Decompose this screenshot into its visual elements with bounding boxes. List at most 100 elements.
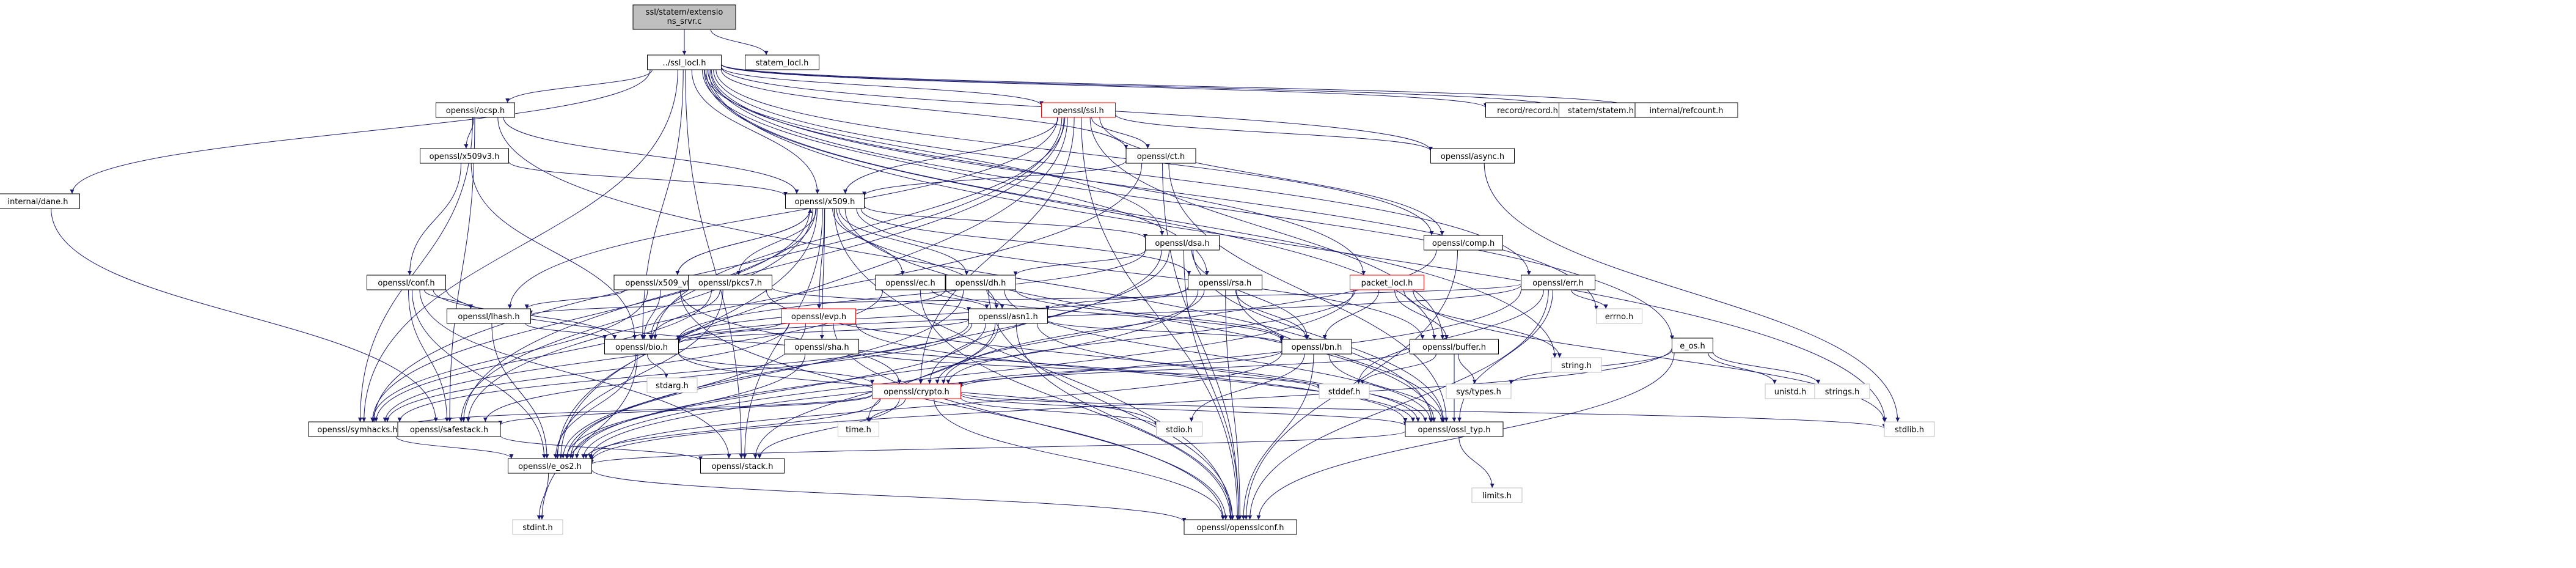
edge-dsa-to-bn: [1191, 249, 1309, 340]
edge-ssl_locl-to-record: [721, 64, 1488, 108]
node-box: [1430, 148, 1515, 164]
edge-ssl_locl-to-rsa: [702, 69, 1209, 276]
edge-ssl_locl-to-bio: [640, 69, 684, 340]
edge-crypto-to-stdio: [961, 397, 1158, 426]
edge-ct-to-opensslconf: [1162, 163, 1241, 520]
edge-err-to-bio: [676, 285, 1521, 344]
edge-ssl_locl-to-string: [705, 69, 1557, 358]
node-label: openssl/conf.h: [378, 279, 434, 288]
node-x509[interactable]: openssl/x509.h: [785, 193, 865, 209]
edge-ssl-to-buffer: [1089, 117, 1445, 340]
node-box: [308, 421, 407, 437]
node-pkcs7[interactable]: openssl/pkcs7.h: [688, 275, 772, 290]
edge-ssl_locl-to-refcount: [721, 64, 1637, 108]
node-label: openssl/opensslconf.h: [1197, 523, 1284, 533]
edge-ct-to-safestack: [466, 163, 1143, 422]
node-statem_locl[interactable]: statem_locl.h: [745, 54, 819, 70]
edge-err-to-stddef: [1356, 289, 1544, 385]
node-refcount[interactable]: internal/refcount.h: [1634, 102, 1738, 118]
node-ossl_typ[interactable]: openssl/ossl_typ.h: [1405, 421, 1504, 437]
edge-pkcs7-to-symhacks: [374, 289, 712, 422]
edge-ssl_locl-to-e_os: [710, 69, 1674, 340]
edge-x509_vfy-to-bio: [642, 289, 661, 340]
node-strings: strings.h: [1814, 383, 1870, 399]
node-label: openssl/ocsp.h: [446, 106, 505, 116]
node-evp[interactable]: openssl/evp.h: [781, 308, 856, 324]
node-ec[interactable]: openssl/ec.h: [875, 275, 946, 290]
node-label: openssl/x509.h: [795, 197, 855, 207]
node-bn[interactable]: openssl/bn.h: [1281, 339, 1352, 355]
edge-x509-to-rsa: [860, 208, 1191, 276]
node-label: openssl/ec.h: [885, 279, 935, 288]
edge-conf-to-ossl_typ: [445, 288, 1408, 422]
edge-ssl-to-comp: [1099, 117, 1444, 236]
edge-ossl_typ-to-e_os2: [590, 430, 1406, 465]
node-record[interactable]: record/record.h: [1485, 102, 1570, 118]
edge-x509-to-asn1: [836, 208, 999, 309]
node-rsa[interactable]: openssl/rsa.h: [1188, 275, 1262, 290]
edge-conf-to-e_os2: [411, 289, 547, 459]
node-label: openssl/asn1.h: [978, 312, 1038, 322]
node-box: [872, 383, 961, 399]
node-box: [1188, 275, 1262, 290]
node-ssl_locl[interactable]: ../ssl_locl.h: [647, 54, 722, 70]
node-statem[interactable]: statem/statem.h: [1559, 102, 1643, 118]
edge-crypto-to-ossl_typ: [961, 394, 1408, 426]
node-conf[interactable]: openssl/conf.h: [367, 275, 446, 290]
node-ocsp[interactable]: openssl/ocsp.h: [436, 102, 515, 118]
edge-buffer-to-stddef: [1360, 353, 1436, 385]
node-asn1[interactable]: openssl/asn1.h: [968, 308, 1048, 324]
node-symhacks[interactable]: openssl/symhacks.h: [308, 421, 407, 437]
node-box: [781, 308, 856, 324]
node-ct[interactable]: openssl/ct.h: [1125, 148, 1196, 164]
node-stdarg: stdarg.h: [646, 377, 698, 393]
edge-rsa-to-bio: [676, 286, 1188, 343]
edge-rsa-to-ossl_typ: [1236, 289, 1445, 422]
node-e_os[interactable]: e_os.h: [1672, 337, 1713, 353]
node-e_os2[interactable]: openssl/e_os2.h: [508, 458, 592, 474]
edge-ssl_locl-to-stdlib: [708, 69, 1887, 422]
edge-safestack-to-stack: [500, 435, 703, 461]
edge-bio-to-stdint: [540, 353, 638, 520]
node-label: openssl/lhash.h: [458, 312, 519, 322]
node-lhash[interactable]: openssl/lhash.h: [447, 308, 531, 324]
edge-buffer-to-crypto: [959, 350, 1410, 388]
node-dane[interactable]: internal/dane.h: [0, 193, 80, 209]
node-buffer[interactable]: openssl/buffer.h: [1410, 339, 1499, 355]
node-ssl[interactable]: openssl/ssl.h: [1041, 102, 1116, 118]
node-err[interactable]: openssl/err.h: [1521, 275, 1595, 290]
node-bio[interactable]: openssl/bio.h: [604, 339, 679, 355]
node-box: [1041, 102, 1116, 118]
edge-x509_vfy-to-crypto: [679, 289, 902, 385]
edge-pkcs7-to-bio: [649, 289, 720, 340]
edge-ssl_locl-to-err: [713, 69, 1531, 276]
node-x509v3[interactable]: openssl/x509v3.h: [420, 148, 509, 164]
node-box: [1410, 339, 1499, 355]
node-sha[interactable]: openssl/sha.h: [785, 339, 859, 355]
node-async[interactable]: openssl/async.h: [1430, 148, 1515, 164]
node-crypto[interactable]: openssl/crypto.h: [872, 383, 961, 399]
node-box: [968, 308, 1048, 324]
edge-x509-to-dsa: [864, 205, 1147, 239]
edge-ec-to-bn: [945, 287, 1284, 342]
node-label: string.h: [1561, 361, 1592, 371]
node-box: [0, 193, 80, 209]
edge-pkcs7-to-e_os2: [555, 289, 723, 459]
node-opensslconf[interactable]: openssl/opensslconf.h: [1184, 519, 1297, 535]
edge-crypto-to-opensslconf: [934, 398, 1225, 520]
node-box: [646, 377, 698, 393]
edge-conf-to-safestack: [408, 289, 449, 422]
node-stack[interactable]: openssl/stack.h: [700, 458, 785, 474]
node-box: [945, 275, 1016, 290]
node-dh[interactable]: openssl/dh.h: [945, 275, 1016, 290]
edge-x509-to-symhacks: [370, 208, 810, 422]
node-comp[interactable]: openssl/comp.h: [1424, 235, 1503, 251]
edge-ssl_locl-to-ssl: [721, 67, 1044, 106]
node-label: openssl/ct.h: [1137, 152, 1185, 161]
node-box: [1521, 275, 1595, 290]
node-label: internal/refcount.h: [1650, 106, 1724, 116]
node-safestack[interactable]: openssl/safestack.h: [397, 421, 501, 437]
node-dsa[interactable]: openssl/dsa.h: [1145, 235, 1220, 251]
node-packet[interactable]: packet_locl.h: [1350, 275, 1424, 290]
